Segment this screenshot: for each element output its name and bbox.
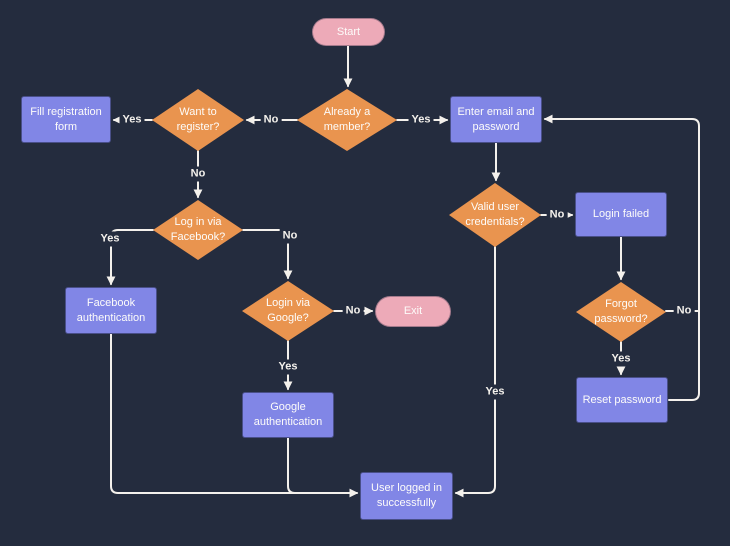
- node-login-google-label: Login via Google?: [265, 297, 311, 324]
- edge-label-yes: Yes: [482, 384, 508, 400]
- node-exit: Exit: [375, 296, 451, 327]
- node-start-label: Start: [336, 25, 361, 38]
- node-reset-password: Reset password: [576, 377, 668, 423]
- node-fill-registration: Fill registration form: [21, 96, 111, 143]
- node-google-auth-label: Google authentication: [253, 401, 323, 428]
- node-facebook-auth-label: Facebook authentication: [76, 296, 146, 324]
- edge-label-no: No: [260, 112, 282, 128]
- node-login-failed-label: Login failed: [592, 208, 650, 221]
- node-want-register-label: Want to register?: [176, 106, 220, 133]
- edge-label-no: No: [342, 303, 364, 319]
- edge-reset-password-to-enter-email: [543, 114, 700, 401]
- node-already-member-label: Already a member?: [323, 106, 371, 133]
- node-start: Start: [312, 18, 385, 46]
- edge-google-auth-to-user-logged-in: [287, 437, 311, 494]
- node-exit-label: Exit: [403, 305, 423, 318]
- edge-label-yes: Yes: [97, 231, 123, 247]
- edge-label-no: No: [187, 166, 209, 182]
- node-enter-email: Enter email and password: [450, 96, 542, 143]
- node-facebook-auth: Facebook authentication: [65, 287, 157, 334]
- edge-label-yes: Yes: [275, 359, 301, 375]
- node-enter-email-label: Enter email and password: [457, 105, 535, 133]
- edge-valid-credentials-to-user-logged-in: [454, 246, 496, 498]
- edge-label-no: No: [279, 228, 301, 244]
- edge-label-no: No: [673, 303, 695, 319]
- edge-facebook-auth-to-user-logged-in: [110, 333, 359, 498]
- node-forgot-password-label: Forgot password?: [594, 298, 648, 325]
- node-user-logged-in-label: User logged in successfully: [371, 482, 442, 509]
- edge-label-no: No: [546, 207, 568, 223]
- node-login-facebook-label: Log in via Facebook?: [170, 216, 226, 243]
- edge-label-yes: Yes: [608, 351, 634, 367]
- node-fill-registration-label: Fill registration form: [30, 105, 102, 133]
- node-login-failed: Login failed: [575, 192, 667, 237]
- node-reset-password-label: Reset password: [582, 393, 662, 406]
- edge-label-yes: Yes: [408, 112, 434, 128]
- node-user-logged-in: User logged in successfully: [360, 472, 453, 520]
- node-valid-credentials-label: Valid user credentials?: [465, 201, 525, 228]
- node-google-auth: Google authentication: [242, 392, 334, 438]
- edge-label-yes: Yes: [119, 112, 145, 128]
